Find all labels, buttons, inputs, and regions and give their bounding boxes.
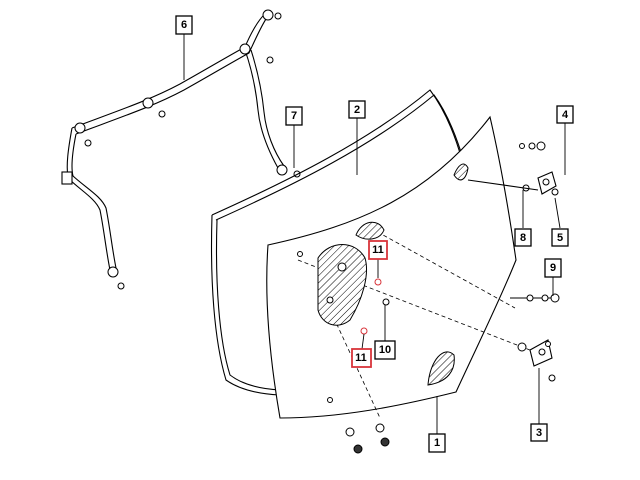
callout-9: 9 — [544, 258, 562, 278]
callout-2: 2 — [348, 100, 366, 119]
callout-10: 10 — [374, 340, 396, 360]
mid-fastener-part — [510, 293, 560, 303]
svg-text:2: 2 — [354, 104, 360, 116]
svg-text:1: 1 — [434, 437, 440, 449]
svg-text:10: 10 — [379, 344, 391, 356]
defrost-grid-hatch — [317, 244, 368, 326]
lower-hinge-part — [517, 339, 556, 382]
callout-4: 4 — [556, 105, 574, 124]
svg-text:3: 3 — [536, 427, 542, 439]
harness-clip-icon — [276, 164, 288, 176]
harness-part — [61, 9, 301, 290]
svg-text:4: 4 — [562, 109, 569, 121]
callout-3: 3 — [530, 423, 548, 442]
upper-hinge-part — [467, 141, 559, 196]
svg-text:8: 8 — [520, 232, 526, 244]
svg-text:6: 6 — [181, 19, 187, 31]
glass-panel-part — [266, 115, 536, 419]
callout-6: 6 — [175, 15, 193, 35]
svg-text:5: 5 — [557, 232, 563, 244]
clip-marker-icon — [374, 278, 382, 286]
svg-text:9: 9 — [550, 262, 556, 274]
callout-8: 8 — [514, 228, 532, 247]
harness-clip-icon — [74, 122, 86, 134]
seal-part — [210, 89, 465, 396]
callout-1: 1 — [428, 433, 446, 453]
svg-text:11: 11 — [355, 352, 367, 364]
callout-7: 7 — [285, 106, 303, 126]
harness-clip-icon — [142, 97, 154, 109]
callout-5: 5 — [551, 228, 569, 247]
callout-11-lower: 11 — [351, 348, 372, 368]
callout-11-upper: 11 — [368, 240, 388, 260]
svg-text:7: 7 — [291, 110, 297, 122]
harness-clip-icon — [262, 9, 274, 21]
svg-text:11: 11 — [372, 244, 384, 256]
bottom-nuts-part — [345, 423, 390, 454]
harness-clip-icon — [239, 43, 251, 55]
harness-clip-icon — [107, 266, 119, 278]
leader-lines — [183, 34, 566, 434]
